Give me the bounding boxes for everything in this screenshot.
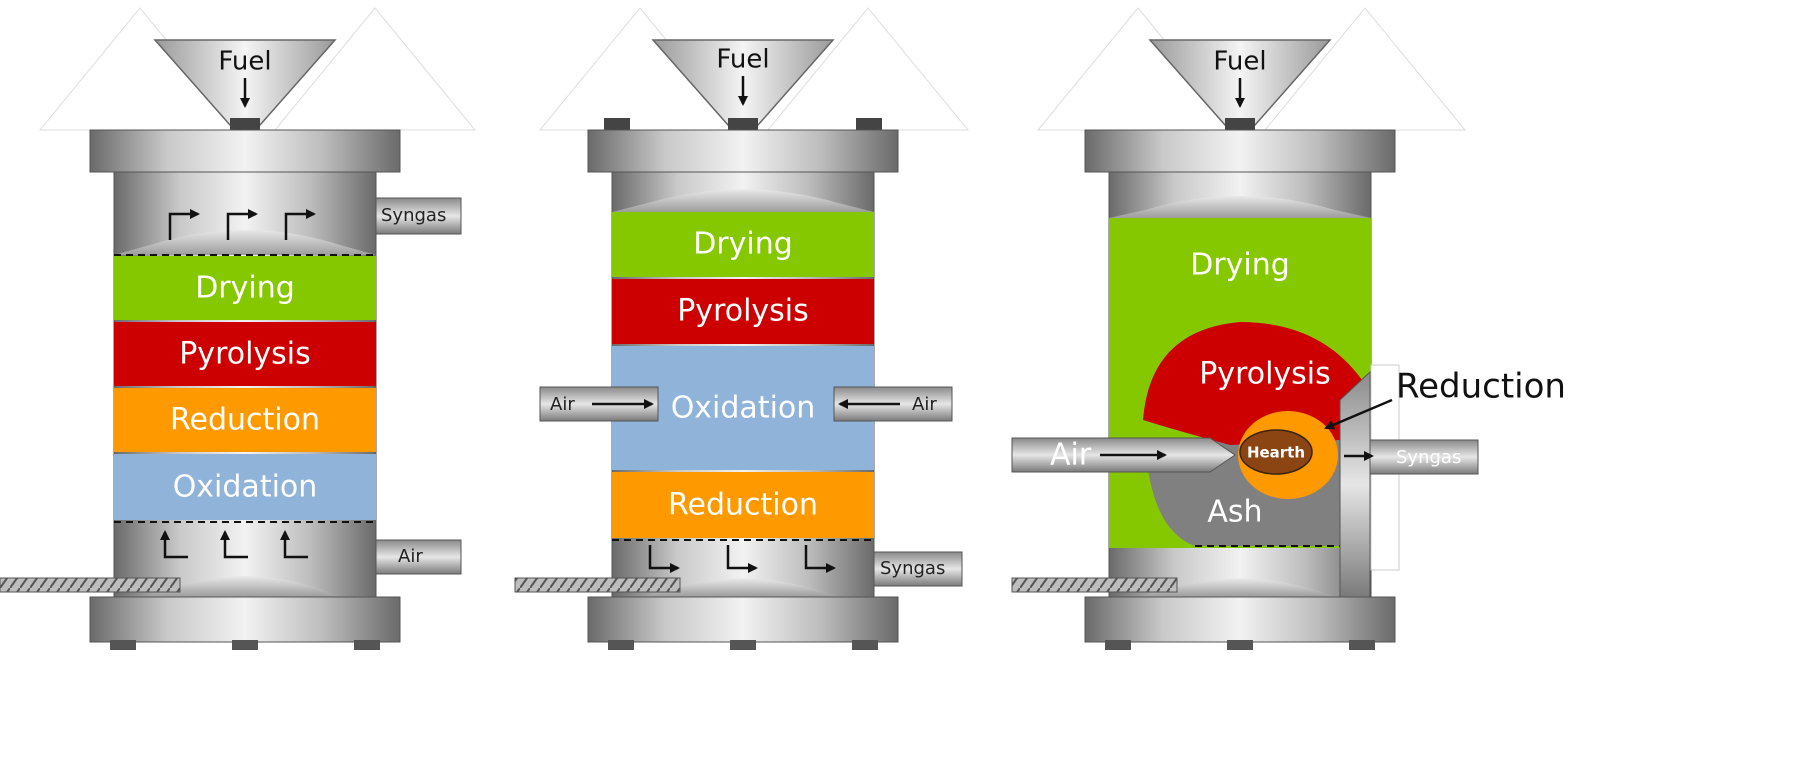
fuel-label: Fuel (716, 45, 769, 75)
reduction-callout-arrow (1324, 398, 1393, 430)
zone-drying (114, 256, 376, 320)
ash-mound (150, 576, 340, 597)
bolt (232, 640, 258, 650)
bolt (856, 118, 882, 130)
zone-label-pyrolysis: Pyrolysis (1199, 357, 1331, 392)
reduction-callout: Reduction (1396, 367, 1566, 407)
ash-mound (1145, 578, 1335, 597)
zone-label-oxidation: Oxidation (671, 391, 816, 426)
zone-label-reduction: Reduction (170, 403, 320, 438)
zone-label-drying: Drying (195, 271, 295, 306)
zone-pyrolysis (114, 322, 376, 386)
zone-label-ash: Ash (1207, 495, 1262, 530)
hopper-valve (1225, 118, 1255, 130)
bolt (110, 640, 136, 650)
zones: Drying Pyrolysis Reduction Oxidation (114, 256, 376, 520)
ash-mound (648, 578, 838, 597)
fuel-mound (612, 189, 874, 212)
bottom-flange (89, 596, 401, 643)
bolt (604, 118, 630, 130)
fuel-label: Fuel (1213, 47, 1266, 77)
reactor-updraft: Fuel Drying Pyrolysis Reduction Oxidatio… (0, 7, 477, 650)
air-inlet-label: Air (398, 546, 423, 567)
bolt (1105, 640, 1131, 650)
air-inlet (375, 539, 462, 575)
fuel-mound (1109, 196, 1371, 218)
top-flange (587, 129, 899, 173)
hopper-valve (728, 118, 758, 130)
outlet-riser (1339, 370, 1371, 598)
zone-oxidation (114, 454, 376, 520)
zone-drying (612, 212, 874, 277)
bolt (608, 640, 634, 650)
reactor-crossdraft: Fuel Drying Ash Pyrolysis Hearth Air Syn… (1011, 7, 1566, 650)
syngas-outlet-label: Syngas (880, 558, 945, 579)
bolt (1349, 640, 1375, 650)
zone-pyrolysis (612, 279, 874, 344)
bottom-flange (587, 596, 899, 643)
zone-label-drying: Drying (1190, 248, 1290, 283)
zone-label-drying: Drying (693, 227, 793, 262)
bolt (730, 640, 756, 650)
syngas-outlet (1369, 439, 1479, 475)
zone-hearth (1239, 429, 1313, 475)
air-flow-arrows-bottom (160, 530, 308, 559)
zone-label-reduction: Reduction (668, 488, 818, 523)
syngas-outlet (375, 197, 462, 235)
auger-screw (0, 577, 181, 593)
air-inlet-label: Air (1050, 438, 1092, 473)
zones: Drying Pyrolysis Oxidation Reduction (612, 212, 874, 538)
bottom-flange (1084, 596, 1396, 643)
auger-screw (1011, 577, 1178, 593)
bolt (1227, 640, 1253, 650)
syngas-outlet (873, 551, 963, 587)
zone-label-pyrolysis: Pyrolysis (179, 337, 311, 372)
zone-pyrolysis (1143, 322, 1362, 445)
syngas-outlet-label: Syngas (1396, 447, 1461, 468)
fuel-mound (114, 230, 376, 255)
top-flange (1084, 129, 1396, 173)
air-inlet-left-label: Air (550, 394, 575, 415)
zone-label-pyrolysis: Pyrolysis (677, 294, 809, 329)
top-flange (89, 129, 401, 173)
bolt (852, 640, 878, 650)
syngas-outlet-label: Syngas (381, 205, 446, 226)
zone-reduction (612, 472, 874, 538)
air-inlet-right-label: Air (912, 394, 937, 415)
zone-label-oxidation: Oxidation (173, 470, 318, 505)
bolt (354, 640, 380, 650)
hopper-valve (230, 118, 260, 130)
gas-flow-arrows-top (168, 209, 316, 240)
zone-reduction (114, 388, 376, 452)
fuel-label: Fuel (218, 47, 271, 77)
gas-flow-arrows-bottom (648, 545, 836, 573)
reactor-downdraft: Fuel Drying Pyrolysis Oxidation Reductio… (514, 7, 970, 650)
auger-screw (514, 577, 681, 593)
hearth-label: Hearth (1247, 444, 1305, 462)
